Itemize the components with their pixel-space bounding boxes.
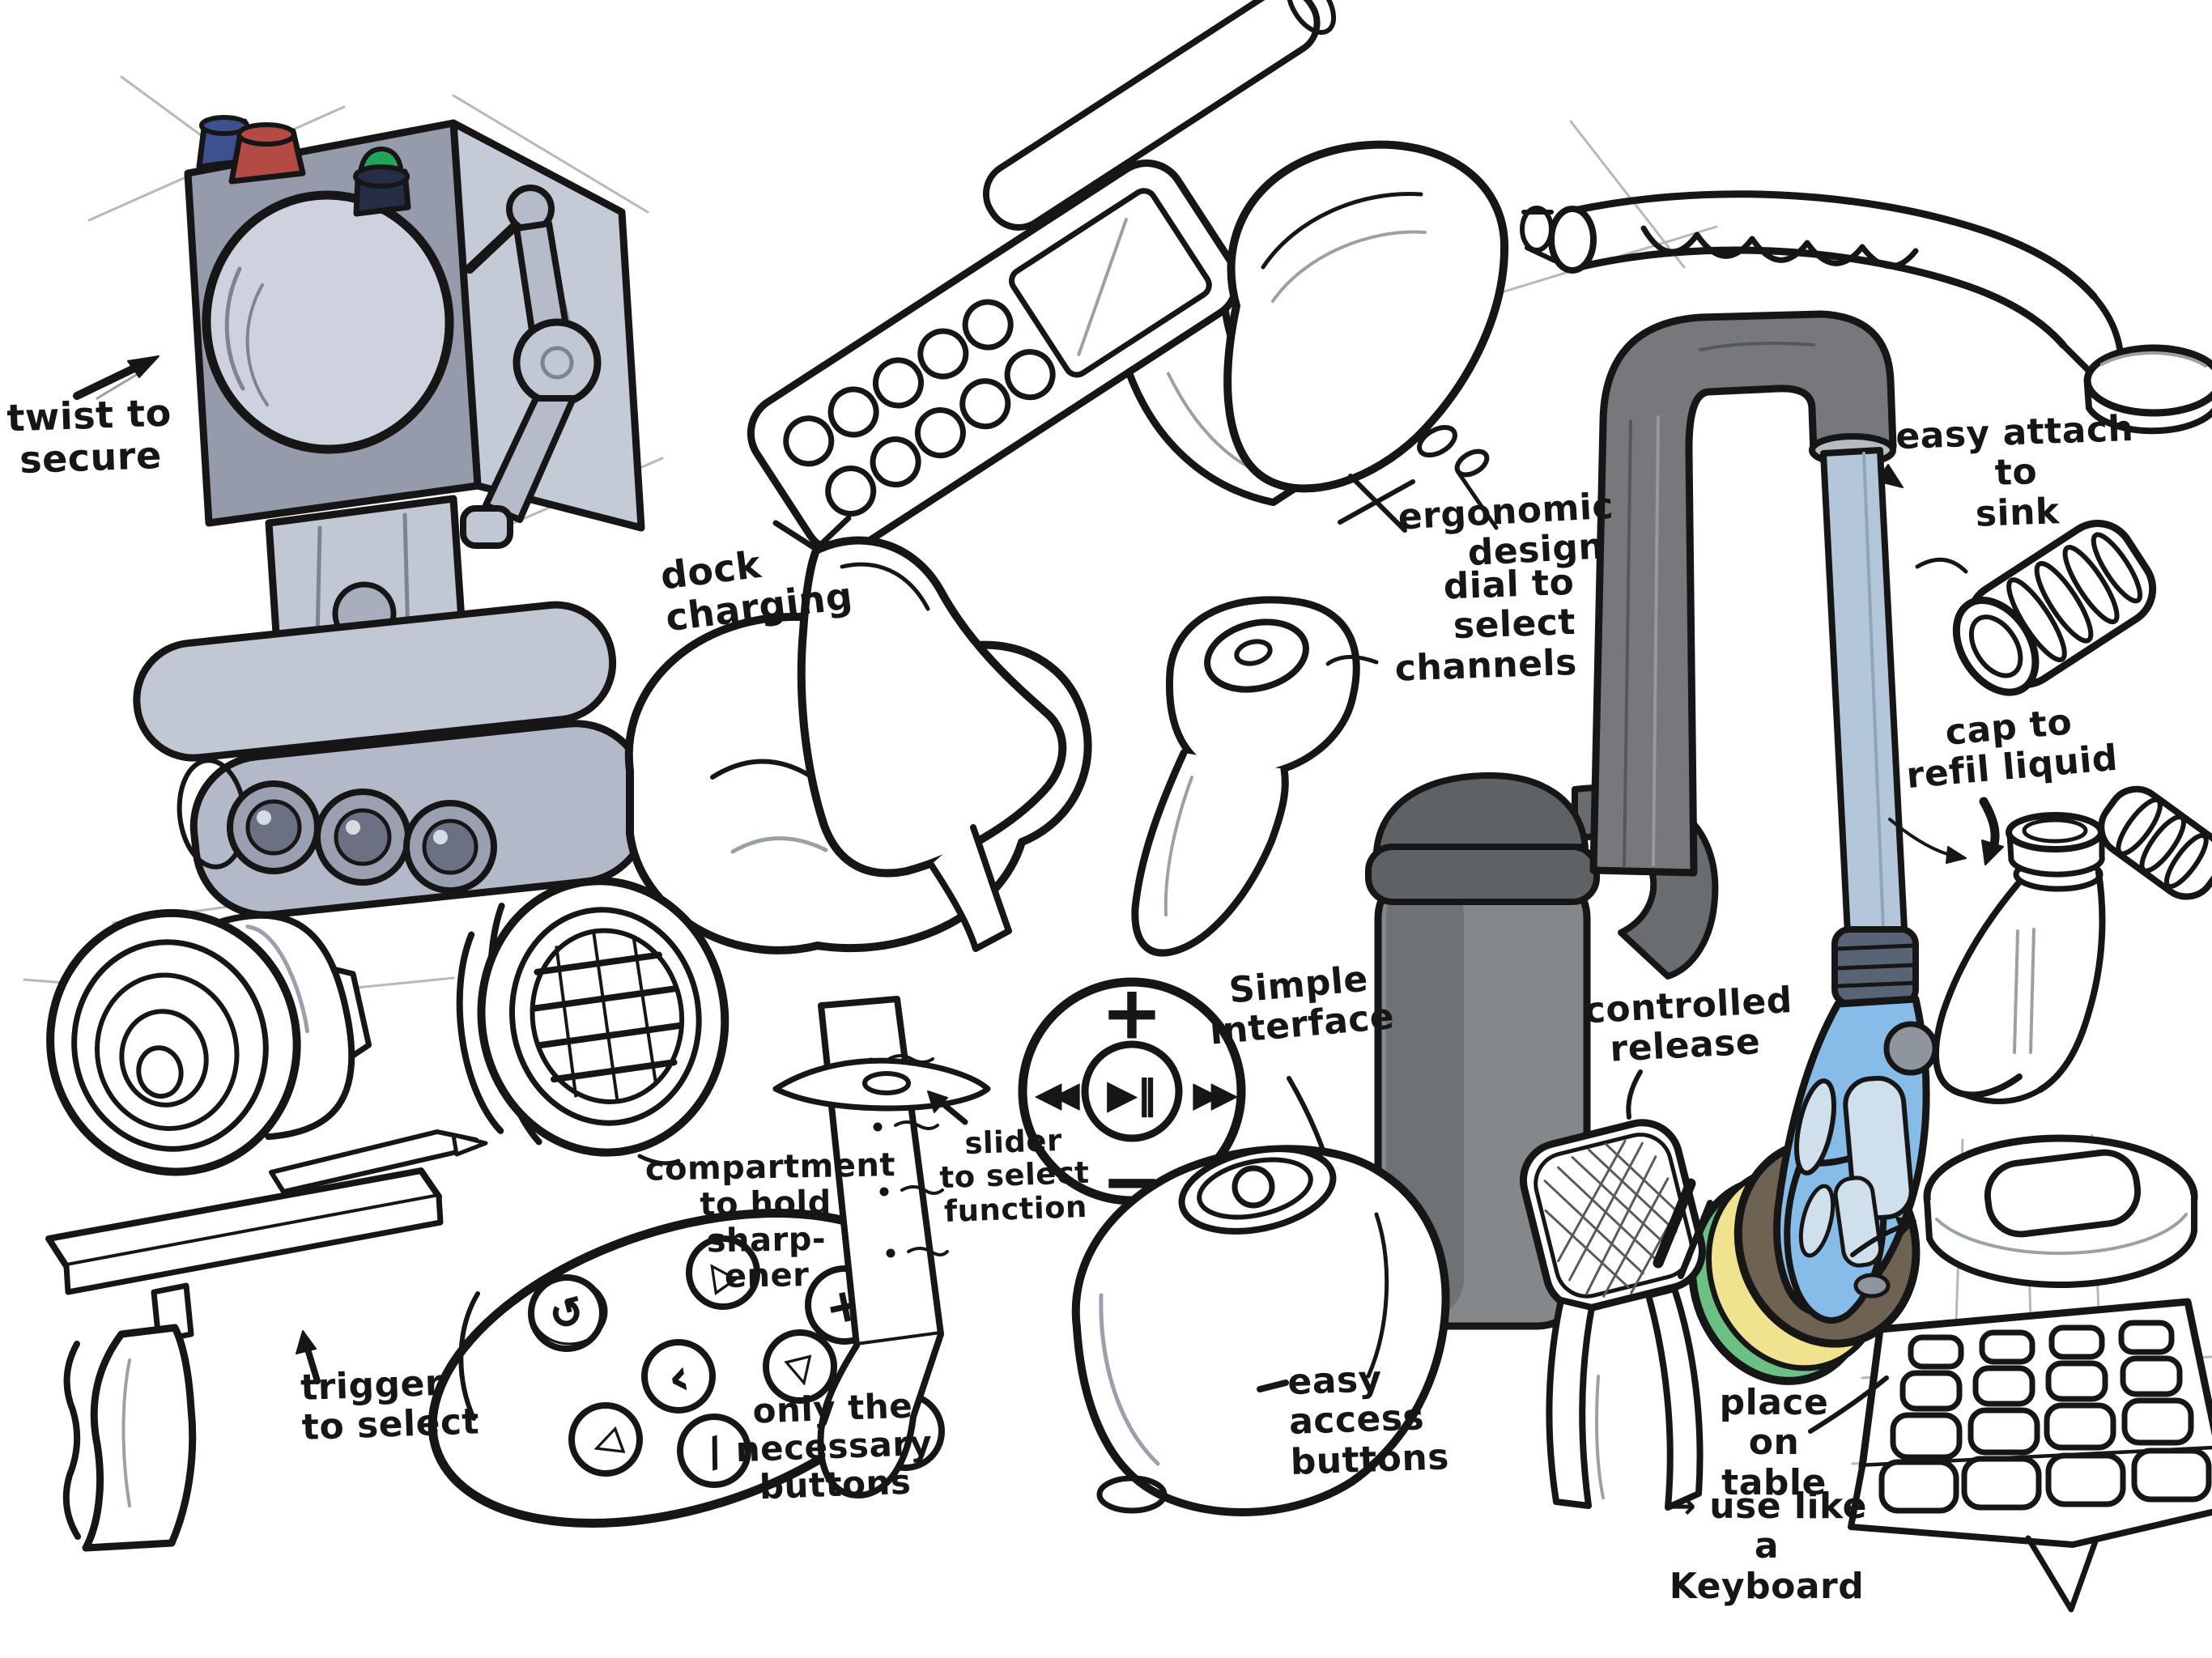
wheel-plus: + <box>1101 971 1162 1056</box>
ruler-sharpener-sketch <box>772 996 991 1499</box>
puck-sketch <box>1850 1134 2198 1289</box>
note-twist-to-secure: twist to secure <box>6 390 172 482</box>
compartment-leader <box>637 1154 681 1166</box>
butter-robot-sketch <box>133 115 652 919</box>
wavy-handle-sketch <box>1520 190 2212 435</box>
note-slider-select: slider to select function <box>938 1122 1091 1229</box>
grille-knob-sketch <box>456 877 730 1157</box>
ergo-mouse-sketch <box>1071 1145 1450 1516</box>
note-use-like-keyboard: → use like a Keyboard <box>1666 1486 1867 1607</box>
lens-knob-sketch <box>46 908 372 1176</box>
bean-controller-sketch <box>1223 140 1509 533</box>
wheel-play-pause: ▶‖ <box>1108 1072 1157 1117</box>
note-place-on-table: place on table <box>1719 1382 1829 1503</box>
adapter-leader <box>1915 557 1968 574</box>
refill-bottle-sketch <box>1888 785 2212 1104</box>
key-tray-sketch <box>1808 1298 2212 1613</box>
charging-dock-sketch <box>624 515 1092 954</box>
note-easy-attach-sink: easy attach to sink <box>1895 407 2135 535</box>
note-dial-to-select: dial to select channels <box>1394 561 1578 690</box>
dial-scanner-sketch <box>1131 596 1379 957</box>
note-simple-interface: Simple interface <box>1208 958 1397 1054</box>
note-trigger-select: trigger to select <box>300 1362 480 1449</box>
release-leader <box>1626 1069 1643 1120</box>
pencil-tray-grip-sketch <box>45 1129 488 1552</box>
click-wheel-sketch: + − ◀◀ ▶▶ ▶‖ <box>1018 971 1343 1225</box>
note-compartment: compartment to hold sharp- ener <box>644 1146 896 1296</box>
textured-grip-sketch <box>1519 1119 1713 1511</box>
note-controlled-release: controlled release <box>1583 979 1793 1071</box>
twist-arrow <box>73 355 160 400</box>
note-easy-access: easy access buttons <box>1287 1358 1450 1483</box>
spray-wand-sketch <box>1688 995 1938 1385</box>
faucet-unit-sketch <box>1365 310 1919 1330</box>
sink-adapter-sketch <box>1952 520 2157 696</box>
note-only-necessary: only the necessary buttons <box>734 1385 934 1507</box>
